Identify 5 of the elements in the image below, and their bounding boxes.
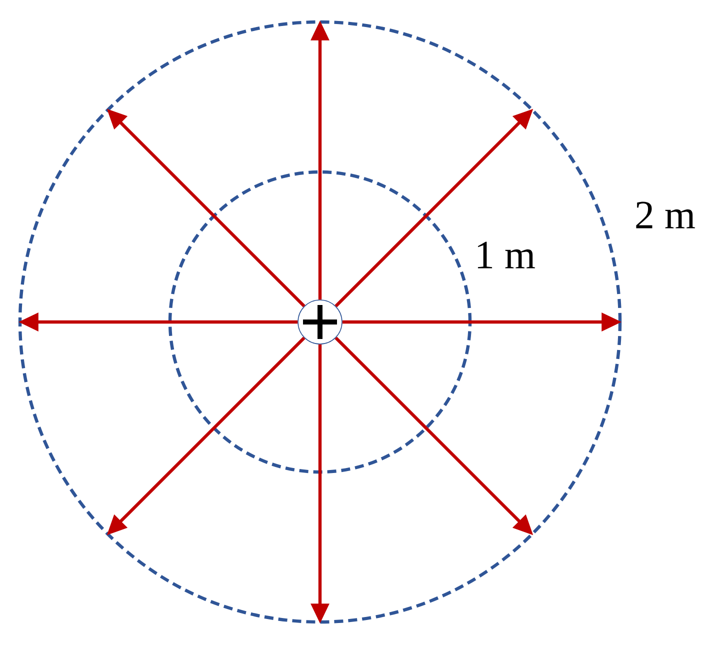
dashed-circle: [168, 170, 472, 474]
dashed-circle: [18, 20, 622, 624]
dimension-label: 2 m: [636, 202, 695, 228]
dimension-label: 1 m: [478, 242, 535, 268]
point-charge: [298, 300, 342, 344]
